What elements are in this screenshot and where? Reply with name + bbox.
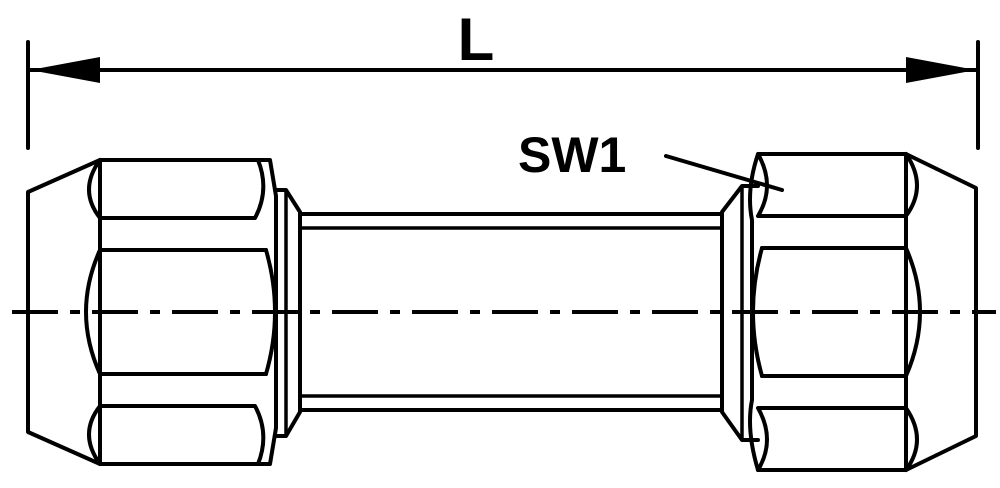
right-nut-top-flat <box>756 152 919 218</box>
right-arrowhead <box>906 57 976 83</box>
right-union-nut <box>748 152 978 472</box>
callout-label: SW1 <box>518 127 626 183</box>
right-nut-body <box>748 152 908 472</box>
dimension-label: L <box>458 6 495 73</box>
left-arrowhead <box>30 57 100 83</box>
left-nut-face-curve <box>84 248 102 376</box>
left-nut-top-flat <box>87 158 266 220</box>
wrench-size-callout: SW1 <box>518 127 784 192</box>
left-nut-bottom-flat <box>87 404 266 466</box>
right-nut-bottom-flat <box>756 406 919 472</box>
right-collar-outline <box>720 184 760 442</box>
length-dimension: L <box>26 6 980 150</box>
leader-line <box>664 154 784 192</box>
coupling-body <box>298 212 724 412</box>
